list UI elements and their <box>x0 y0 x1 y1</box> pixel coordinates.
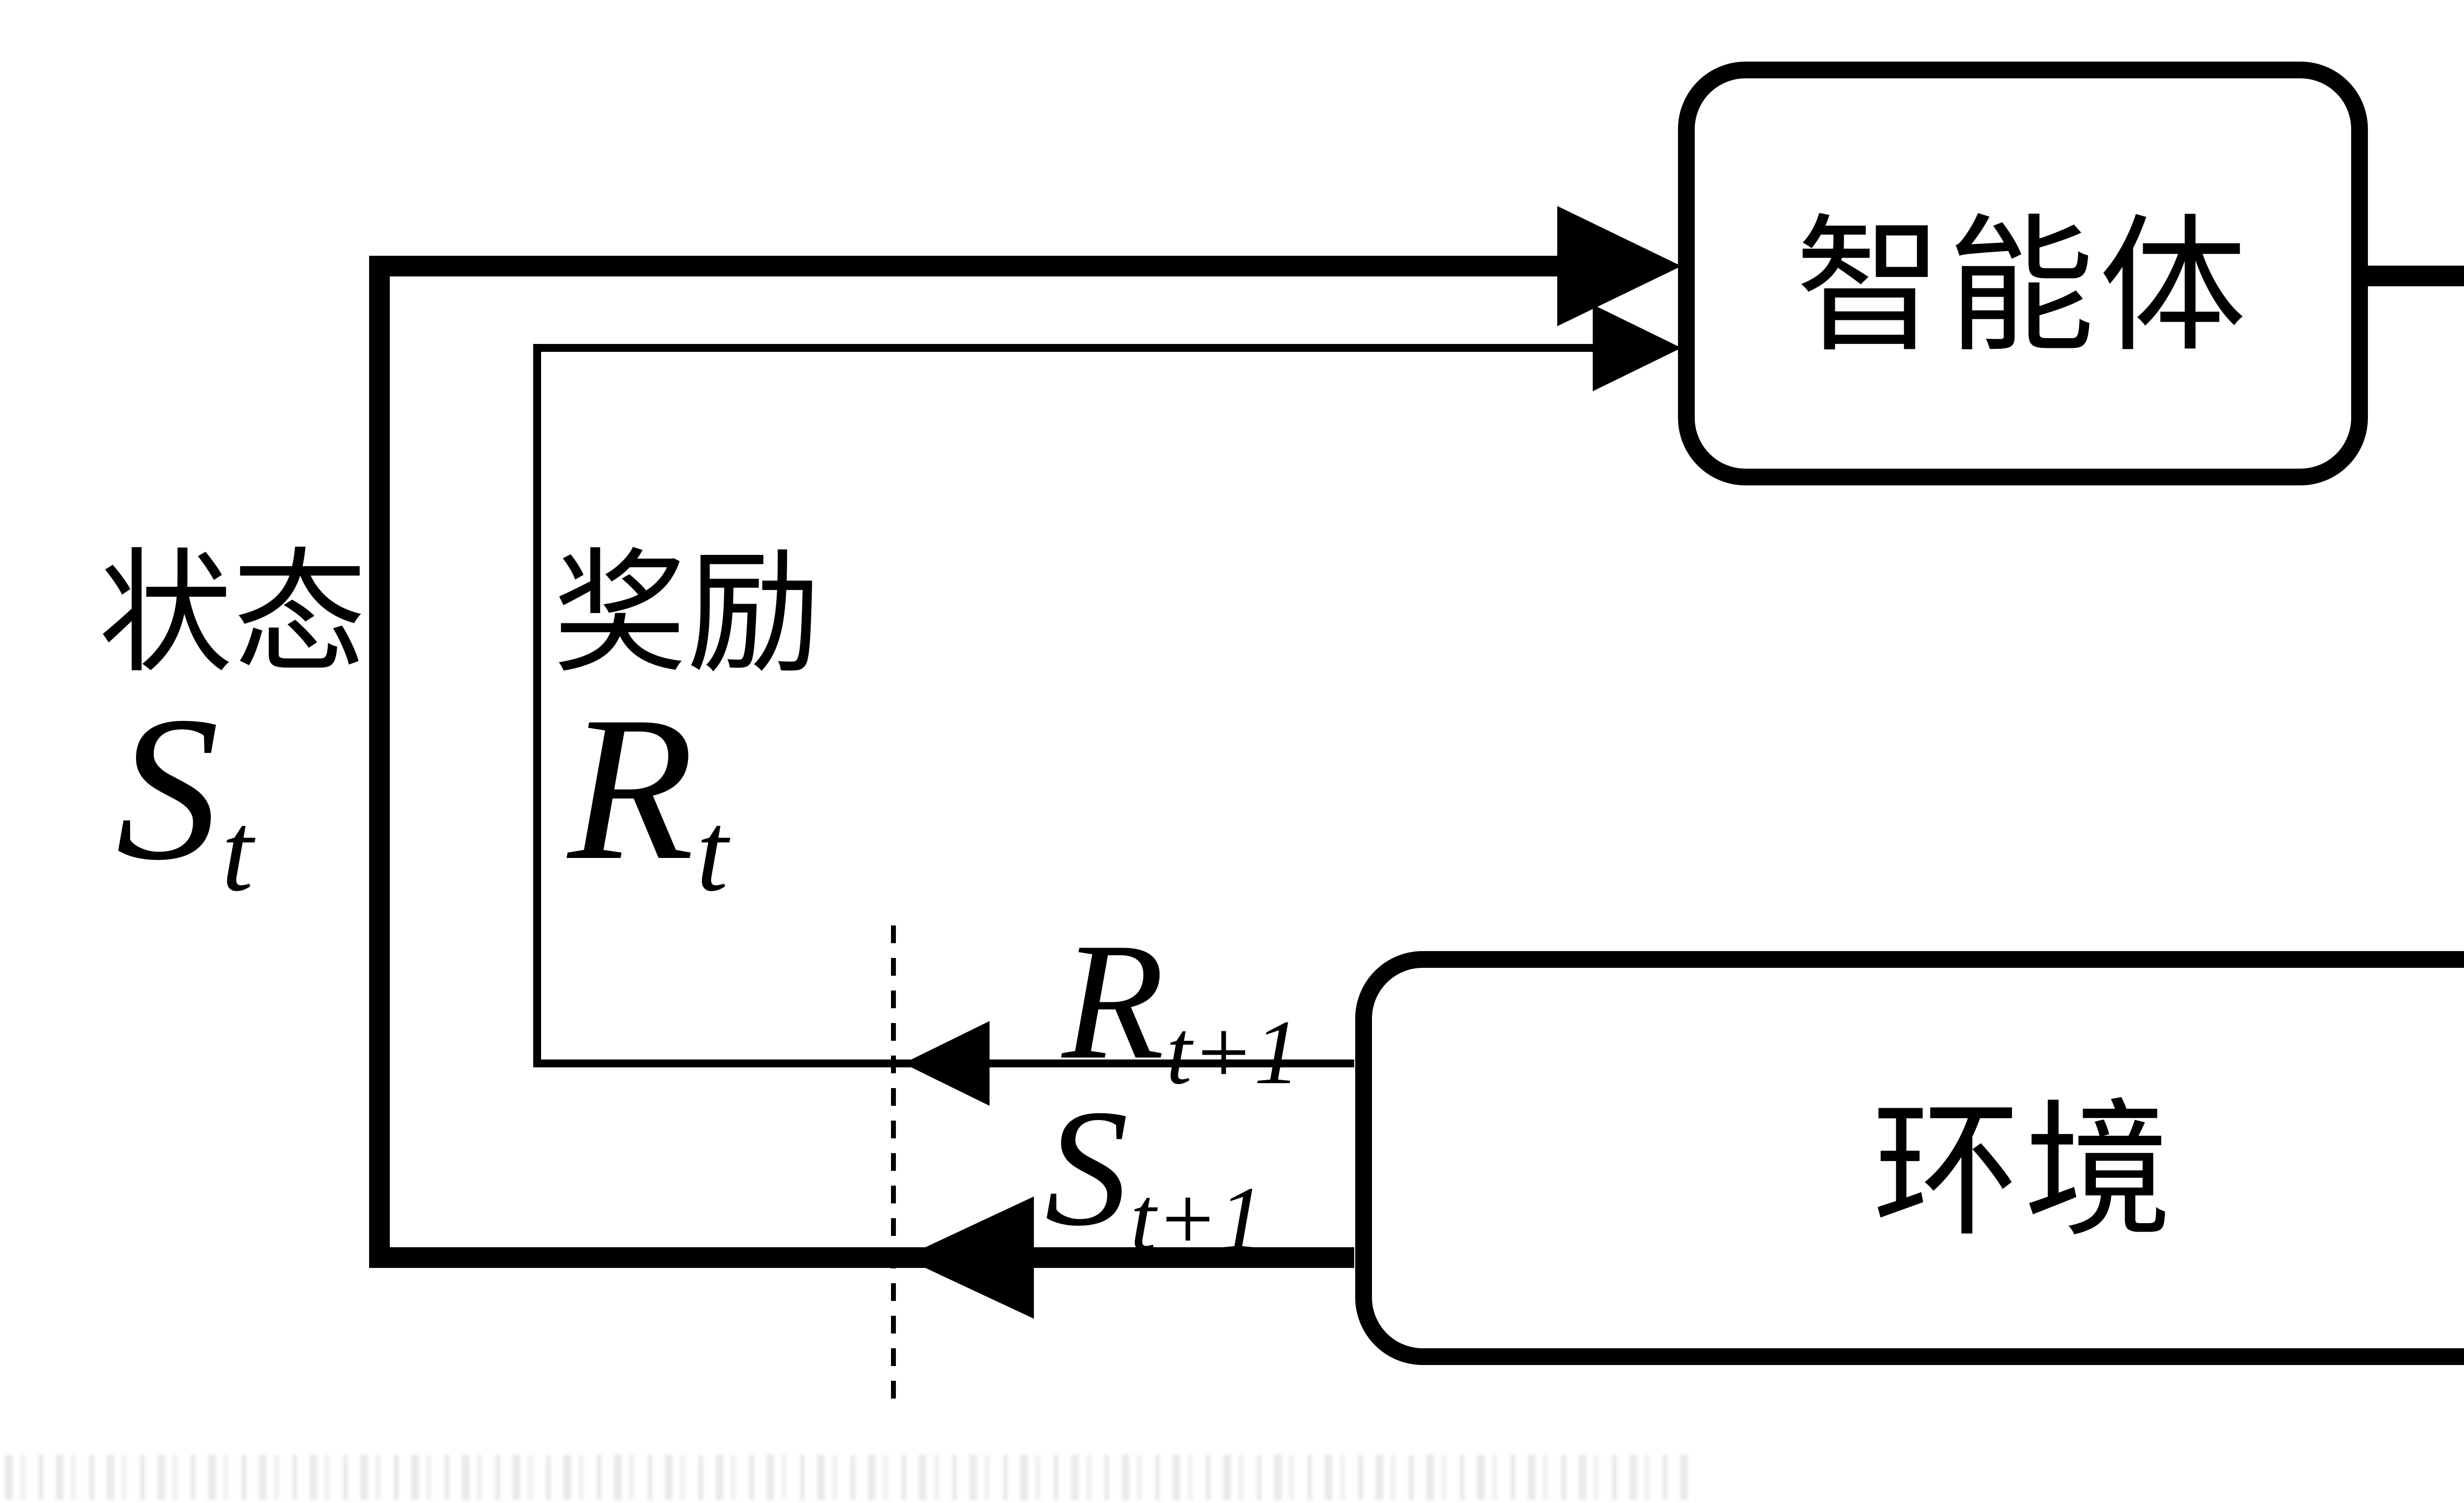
reward-symbol-subscript: t <box>696 788 728 915</box>
cropped-caption-remnant <box>5 1455 1695 1500</box>
agent-box-outline <box>1678 62 2368 485</box>
state-symbol-letter: S <box>116 674 219 903</box>
state-symbol: St <box>116 685 253 909</box>
agent-label: 智能体 <box>1795 206 2251 370</box>
reward-symbol-letter: R <box>568 674 694 903</box>
next-state-letter: S <box>1045 1075 1129 1261</box>
next-state-arrowhead <box>903 1196 1034 1319</box>
next-reward-symbol: Rt+1 <box>1062 918 1300 1099</box>
state-label: 状态 <box>99 541 367 689</box>
environment-box-outline <box>1355 951 2464 1365</box>
next-reward-letter: R <box>1062 908 1164 1094</box>
state-into-agent-arrowhead <box>1557 206 1681 326</box>
reward-label: 奖励 <box>553 541 821 689</box>
next-state-subscript: t+1 <box>1130 1168 1265 1270</box>
environment-box: 环境 <box>1355 951 2464 1365</box>
environment-label: 环境 <box>1872 1091 2176 1254</box>
state-symbol-subscript: t <box>221 788 253 915</box>
next-reward-subscript: t+1 <box>1166 1001 1300 1104</box>
reward-into-agent-arrowhead <box>1593 305 1681 391</box>
next-reward-arrowhead <box>903 1021 990 1106</box>
agent-box: 智能体 <box>1678 62 2368 485</box>
next-state-symbol: St+1 <box>1045 1084 1264 1265</box>
reward-symbol: Rt <box>568 685 728 909</box>
state-loop-line <box>369 256 1626 1268</box>
